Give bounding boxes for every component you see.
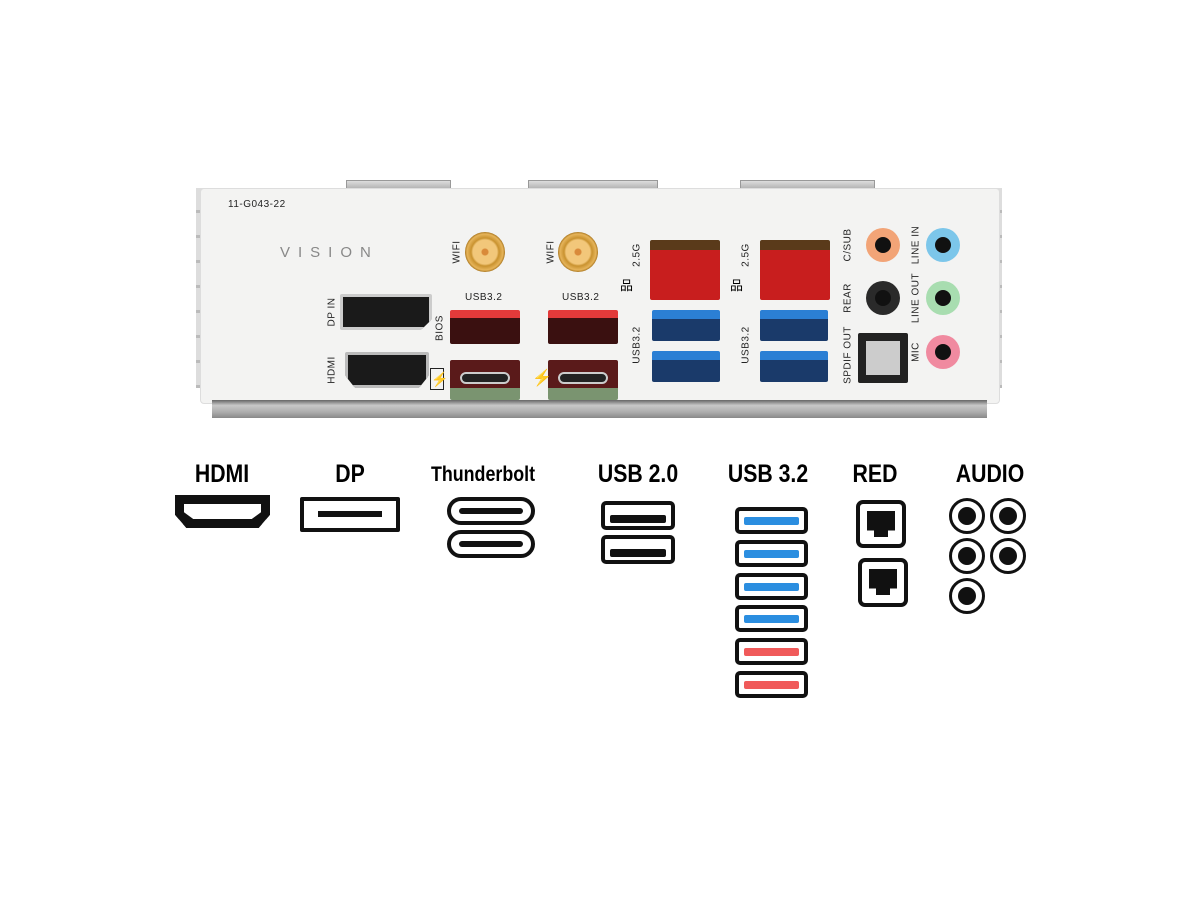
usb-blue-port [760,351,828,382]
thunderbolt-usb-c-port [548,360,618,400]
hdmi-port [345,352,429,388]
audio-jack-mic [926,335,960,369]
wifi-antenna-connector [465,232,505,272]
spdif-label: SPDIF OUT [842,326,854,384]
line-out-label: LINE OUT [910,272,922,324]
thunderbolt-usb-c-port [450,360,520,400]
usb20-icon [601,501,675,530]
lan-speed-label: 2.5G [631,243,643,267]
bracket-tab [528,180,658,190]
thunderbolt-icon: ⚡ [532,370,552,387]
metal-rail [212,400,987,418]
legend-hdmi-label: HDMI [194,460,250,488]
lan-speed-label: 2.5G [740,243,752,267]
usb32-icon [735,539,808,567]
wifi-antenna-connector [558,232,598,272]
usb32-icon [735,507,808,534]
usb32-icon-tongue [744,615,799,624]
rj45-icon [856,500,906,548]
thunderbolt-icon [447,530,535,558]
wifi-label: WIFI [545,240,557,264]
rear-label: REAR [842,283,854,313]
csub-label: C/SUB [842,228,854,262]
usb32-icon [735,638,808,666]
usb32-icon-tongue [744,648,799,657]
rj45-icon [858,558,908,607]
legend-thunderbolt-label: Thunderbolt [430,463,536,486]
audio-jack-line-out [926,281,960,315]
thunderbolt-icon [447,497,535,525]
mic-label: MIC [910,342,922,362]
audio-jack-rear [866,281,900,315]
usb32-icon [735,605,808,633]
bracket-tab [346,180,451,190]
usb32-icon-tongue [744,582,799,591]
usb-blue-port [652,351,720,382]
spdif-out-port [858,333,908,383]
usb32-icon-tongue [744,549,799,558]
legend-audio-label: AUDIO [955,460,1025,488]
usb32-icon [735,671,808,698]
brand-label: VISION [280,244,379,261]
bios-label: BIOS [434,315,446,341]
line-in-label: LINE IN [910,225,922,265]
lan-port [650,240,720,300]
usb32-icon-tongue [744,681,799,689]
audio-jack-csub [866,228,900,262]
usb-blue-port [760,310,828,341]
usb-label: USB3.2 [562,292,600,303]
network-icon: 品 [730,278,744,293]
usb-red-port [548,310,618,344]
displayport-in [340,294,432,330]
usb32-icon-tongue [744,517,799,525]
usb-blue-port [652,310,720,341]
usb32-icon [735,572,808,600]
wifi-label: WIFI [451,240,463,264]
usb-label: USB3.2 [465,292,503,303]
legend-usb20-label: USB 2.0 [597,460,679,488]
usb20-icon [601,535,675,564]
usb-label: USB3.2 [740,326,752,364]
dp-in-label: DP IN [326,297,338,327]
bracket-tab [740,180,875,190]
audio-jack-icon [990,538,1026,574]
network-icon: 品 [620,278,634,293]
displayport-icon [300,497,400,532]
hdmi-icon [175,495,270,528]
hdmi-label: HDMI [326,356,338,384]
legend-dp-label: DP [335,460,365,488]
audio-jack-icon [990,498,1026,534]
audio-jack-icon [949,538,985,574]
legend-red-label: RED [852,460,898,488]
audio-jack-icon [949,498,985,534]
part-number: 11-G043-22 [228,199,286,210]
legend-usb32-label: USB 3.2 [727,460,809,488]
audio-jack-line-in [926,228,960,262]
lan-port [760,240,830,300]
usb-red-port [450,310,520,344]
audio-jack-icon [949,578,985,614]
thunderbolt-icon: ⚡ [430,368,448,390]
usb-label: USB3.2 [631,326,643,364]
